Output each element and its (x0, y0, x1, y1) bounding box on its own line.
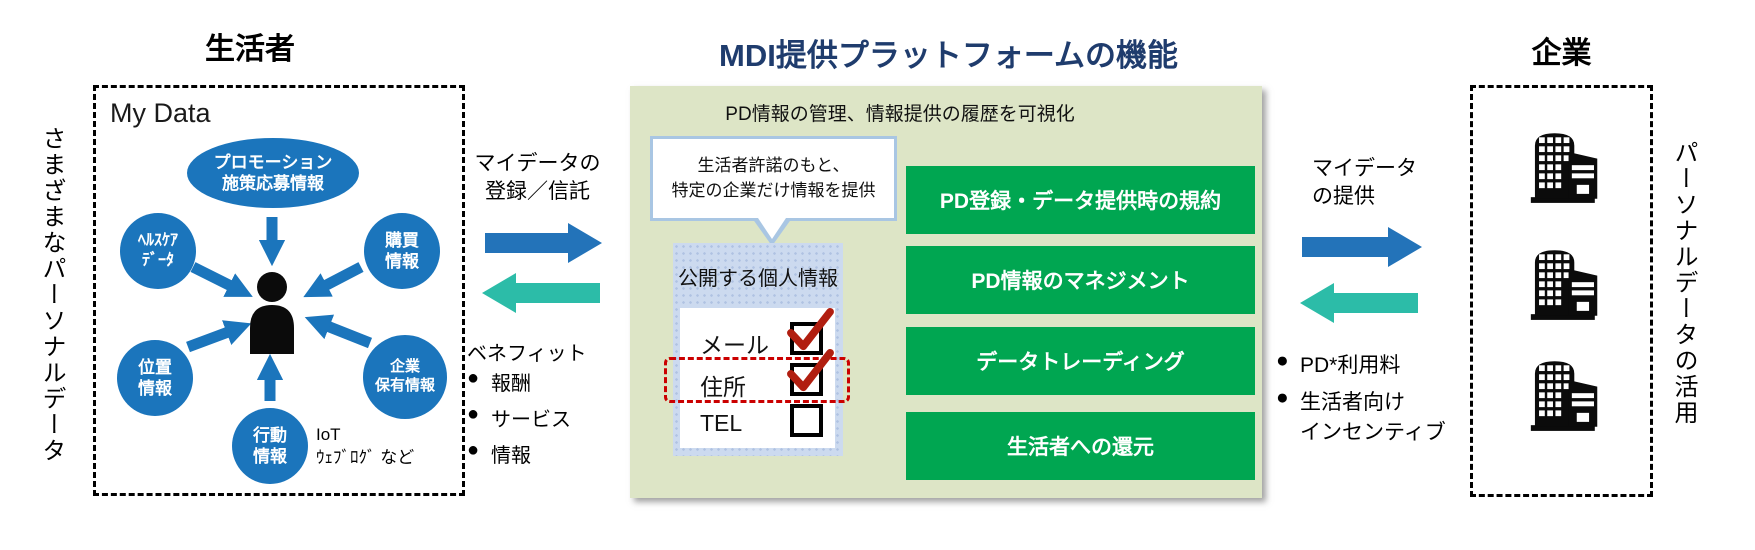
platform-header: PD情報の管理、情報提供の履歴を可視化 (725, 104, 1075, 125)
function-box-return: 生活者への還元 (906, 412, 1255, 480)
fee-item: ● PD*利用料 (1276, 349, 1446, 379)
arrow-right-register-icon (485, 223, 602, 263)
checkbox-tel[interactable] (790, 404, 823, 437)
platform-title: MDI提供プラットフォームの機能 (719, 38, 1178, 73)
bullet-icon: ● (467, 439, 480, 461)
benefit-item-label: 情報 (491, 445, 531, 467)
function-box-management: PD情報のマネジメント (906, 246, 1255, 314)
building-icon (1530, 133, 1598, 203)
consent-callout: 生活者許諾のもと、 特定の企業だけ情報を提供 (650, 136, 897, 221)
bullet-icon: ● (1276, 386, 1289, 409)
disclosure-title: 公開する個人情報 (678, 268, 838, 290)
fee-item-label: PD*利用料 (1300, 354, 1401, 377)
iot-note: IoT ｳｪﾌﾞﾛｸﾞ など (316, 425, 415, 467)
benefit-item: ● 報酬 (467, 367, 571, 396)
function-box-terms: PD登録・データ提供時の規約 (906, 166, 1255, 234)
bubble-behavior: 行動 情報 (232, 408, 308, 484)
arrow-left-fee-icon (1300, 283, 1418, 323)
bullet-icon: ● (467, 367, 480, 389)
mydata-box (93, 85, 465, 496)
checklist-label-address: 住所 (700, 374, 746, 400)
building-icon (1530, 361, 1598, 431)
building-icon (1530, 250, 1598, 320)
bubble-promotion: プロモーション 施策応募情報 (187, 138, 359, 208)
function-box-trading: データトレーディング (906, 327, 1255, 395)
arrow-right-provide-icon (1302, 227, 1422, 267)
callout-pointer-icon (752, 218, 792, 246)
bubble-location: 位置 情報 (117, 340, 193, 416)
check-icon (787, 349, 834, 392)
company-title: 企業 (1531, 37, 1592, 70)
benefit-title: ベネフィット (467, 343, 587, 365)
mydata-label: My Data (110, 98, 211, 128)
register-flow-label: マイデータの 登録／信託 (474, 152, 601, 204)
company-side-label: パーソナルデータの活用 (1670, 140, 1697, 426)
benefit-item-label: サービス (491, 409, 571, 431)
inbound-arrows-icon (186, 217, 373, 401)
benefit-item-label: 報酬 (491, 373, 531, 395)
person-icon (250, 272, 294, 354)
benefit-item: ● サービス (467, 403, 571, 432)
consumer-title: 生活者 (205, 33, 295, 66)
provide-flow-label: マイデータ の提供 (1312, 157, 1417, 209)
checklist-label-tel: TEL (700, 410, 743, 436)
company-box (1470, 85, 1653, 497)
consumer-side-label: さまざまなパーソナルデータ (38, 126, 65, 464)
checklist-label-mail: メール (700, 332, 769, 358)
highlight-address-frame (664, 357, 850, 403)
fee-list: ● PD*利用料 ● 生活者向け インセンティブ (1276, 349, 1446, 453)
check-icon (787, 308, 834, 351)
fee-item: ● 生活者向け インセンティブ (1276, 386, 1446, 446)
bubble-healthcare: ﾍﾙｽｹｱ ﾃﾞｰﾀ (120, 213, 196, 289)
bubble-purchase: 購買 情報 (364, 213, 440, 289)
benefit-item: ● 情報 (467, 439, 571, 468)
bubble-corporate: 企業 保有情報 (363, 335, 447, 419)
arrow-left-benefit-icon (482, 273, 600, 313)
bullet-icon: ● (467, 403, 480, 425)
benefit-list: ● 報酬 ● サービス ● 情報 (467, 367, 571, 475)
bullet-icon: ● (1276, 349, 1289, 372)
fee-item-label: 生活者向け インセンティブ (1300, 391, 1446, 444)
